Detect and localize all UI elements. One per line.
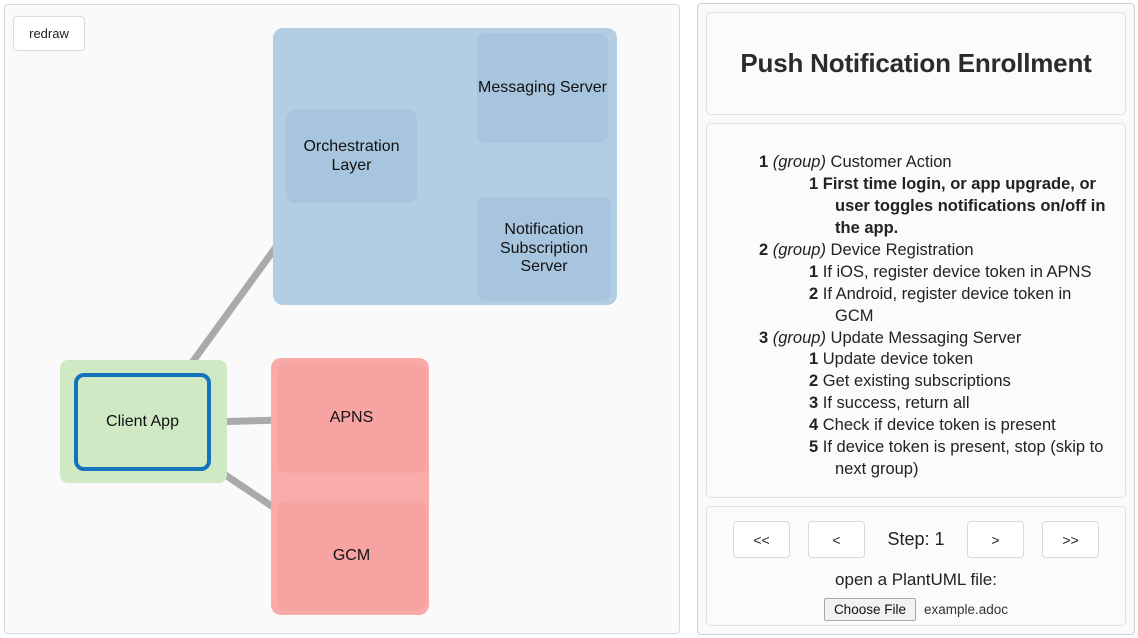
- step-counter: Step: 1: [887, 529, 945, 549]
- step-group-tag: (group): [772, 328, 831, 347]
- page-title: Push Notification Enrollment: [740, 48, 1092, 78]
- step-text: Check if device token is present: [822, 416, 1056, 435]
- node-apns[interactable]: APNS: [277, 363, 426, 473]
- step-text: Update device token: [822, 350, 974, 369]
- step-text: First time login, or app upgrade, or use…: [822, 174, 1106, 237]
- step-group-number: 1: [759, 153, 773, 171]
- step-row[interactable]: 1 If iOS, register device token in APNS: [725, 262, 1107, 284]
- step-group-name: Customer Action: [830, 153, 952, 171]
- step-number: 1: [809, 174, 823, 193]
- step-text: If iOS, register device token in APNS: [822, 262, 1092, 281]
- title-card: Push Notification Enrollment: [706, 12, 1126, 115]
- step-row[interactable]: 1 Update device token: [725, 349, 1107, 371]
- step-text: If device token is present, stop (skip t…: [822, 438, 1104, 479]
- diagram-panel: redraw Orchestration Layer Messaging Ser…: [4, 4, 680, 634]
- step-row[interactable]: 2 If Android, register device token in G…: [725, 284, 1107, 328]
- navigation-row: << < Step: 1 > >>: [707, 521, 1125, 558]
- step-group-row[interactable]: 3 (group) Update Messaging Server: [725, 328, 1107, 350]
- step-group-number: 2: [759, 240, 773, 259]
- step-group-name: Device Registration: [830, 240, 974, 259]
- file-input-row: Choose File example.adoc: [707, 598, 1125, 621]
- node-orchestration-layer[interactable]: Orchestration Layer: [286, 110, 417, 203]
- redraw-button[interactable]: redraw: [13, 16, 85, 51]
- previous-step-button[interactable]: <: [808, 521, 865, 558]
- node-messaging-server[interactable]: Messaging Server: [477, 33, 608, 143]
- step-text: If Android, register device token in GCM: [822, 284, 1072, 325]
- step-group-row[interactable]: 1 (group) Customer Action: [725, 152, 1107, 174]
- step-row[interactable]: 5 If device token is present, stop (skip…: [725, 437, 1107, 481]
- step-number: 2: [809, 372, 823, 391]
- open-file-prompt: open a PlantUML file:: [835, 570, 997, 589]
- step-group-name: Update Messaging Server: [830, 328, 1022, 347]
- step-number: 5: [809, 438, 823, 457]
- node-notification-subscription-server[interactable]: Notification Subscription Server: [477, 197, 611, 301]
- step-group-tag: (group): [772, 153, 831, 171]
- step-number: 1: [809, 262, 823, 281]
- first-step-button[interactable]: <<: [733, 521, 790, 558]
- step-text: If success, return all: [822, 394, 970, 413]
- step-row[interactable]: 1 First time login, or app upgrade, or u…: [725, 174, 1107, 240]
- last-step-button[interactable]: >>: [1042, 521, 1099, 558]
- step-number: 3: [809, 394, 823, 413]
- step-text: Get existing subscriptions: [822, 372, 1011, 391]
- step-row[interactable]: 3 If success, return all: [725, 393, 1107, 415]
- step-group-tag: (group): [772, 240, 831, 259]
- sidebar-panel: Push Notification Enrollment 1 (group) C…: [697, 3, 1135, 635]
- node-gcm[interactable]: GCM: [277, 501, 426, 611]
- step-row[interactable]: 2 Get existing subscriptions: [725, 371, 1107, 393]
- step-number: 1: [809, 350, 823, 369]
- step-group-number: 3: [759, 328, 773, 347]
- step-group-row[interactable]: 2 (group) Device Registration: [725, 240, 1107, 262]
- node-client-app[interactable]: Client App: [74, 373, 211, 471]
- selected-file-name: example.adoc: [923, 602, 1009, 617]
- navigation-card: << < Step: 1 > >> open a PlantUML file: …: [706, 506, 1126, 626]
- choose-file-button[interactable]: Choose File: [823, 598, 916, 621]
- step-row[interactable]: 4 Check if device token is present: [725, 415, 1107, 437]
- next-step-button[interactable]: >: [967, 521, 1024, 558]
- step-number: 4: [809, 416, 823, 435]
- step-number: 2: [809, 284, 823, 303]
